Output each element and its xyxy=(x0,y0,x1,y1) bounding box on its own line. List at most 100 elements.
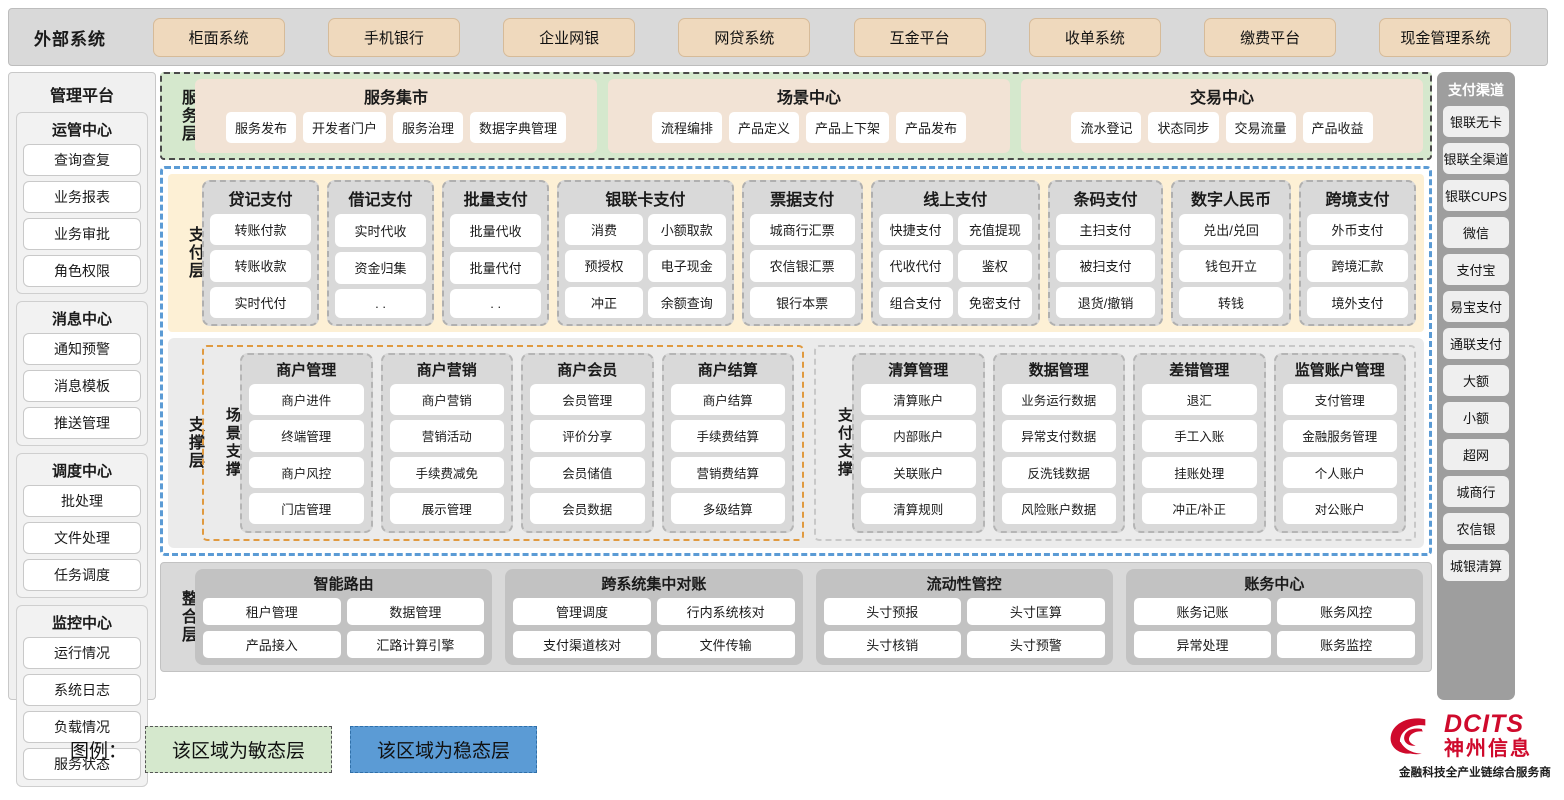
support-item[interactable]: 商户风控 xyxy=(249,457,364,488)
support-item[interactable]: 商户营销 xyxy=(390,384,505,415)
integration-item[interactable]: 头寸核销 xyxy=(824,631,962,658)
payment-item[interactable]: . . xyxy=(450,289,541,318)
payment-channel-item[interactable]: 银联全渠道 xyxy=(1443,143,1509,174)
integration-item[interactable]: 账务风控 xyxy=(1277,598,1415,625)
payment-channel-item[interactable]: 小额 xyxy=(1443,402,1509,433)
service-item[interactable]: 服务发布 xyxy=(226,112,296,143)
support-item[interactable]: 关联账户 xyxy=(861,457,976,488)
payment-item[interactable]: 实时代付 xyxy=(210,287,311,318)
external-system-chip[interactable]: 柜面系统 xyxy=(153,18,285,57)
service-item[interactable]: 产品收益 xyxy=(1303,112,1373,143)
payment-item[interactable]: 资金归集 xyxy=(335,252,426,285)
support-item[interactable]: 冲正/补正 xyxy=(1142,493,1257,524)
support-item[interactable]: 反洗钱数据 xyxy=(1002,457,1117,488)
payment-item[interactable]: 预授权 xyxy=(565,250,643,281)
external-system-chip[interactable]: 缴费平台 xyxy=(1204,18,1336,57)
payment-item[interactable]: 转账付款 xyxy=(210,214,311,245)
payment-item[interactable]: 银行本票 xyxy=(750,287,855,318)
service-item[interactable]: 状态同步 xyxy=(1148,112,1218,143)
menu-item[interactable]: 查询查复 xyxy=(23,144,141,176)
menu-item[interactable]: 业务报表 xyxy=(23,181,141,213)
menu-item[interactable]: 角色权限 xyxy=(23,255,141,287)
menu-item[interactable]: 业务审批 xyxy=(23,218,141,250)
payment-item[interactable]: 兑出/兑回 xyxy=(1179,214,1283,245)
support-item[interactable]: 终端管理 xyxy=(249,420,364,451)
service-item[interactable]: 流水登记 xyxy=(1071,112,1141,143)
payment-item[interactable]: 组合支付 xyxy=(879,287,953,318)
support-item[interactable]: 个人账户 xyxy=(1283,457,1398,488)
external-system-chip[interactable]: 手机银行 xyxy=(328,18,460,57)
payment-item[interactable]: 快捷支付 xyxy=(879,214,953,245)
support-item[interactable]: 挂账处理 xyxy=(1142,457,1257,488)
payment-channel-item[interactable]: 银联CUPS xyxy=(1443,180,1509,211)
support-item[interactable]: 对公账户 xyxy=(1283,493,1398,524)
service-item[interactable]: 服务治理 xyxy=(393,112,463,143)
payment-channel-item[interactable]: 城银清算 xyxy=(1443,550,1509,581)
service-item[interactable]: 交易流量 xyxy=(1226,112,1296,143)
payment-item[interactable]: 实时代收 xyxy=(335,214,426,247)
payment-channel-item[interactable]: 银联无卡 xyxy=(1443,106,1509,137)
support-item[interactable]: 业务运行数据 xyxy=(1002,384,1117,415)
payment-item[interactable]: 转账收款 xyxy=(210,250,311,281)
payment-channel-item[interactable]: 易宝支付 xyxy=(1443,291,1509,322)
external-system-chip[interactable]: 收单系统 xyxy=(1029,18,1161,57)
payment-item[interactable]: 消费 xyxy=(565,214,643,245)
payment-item[interactable]: 鉴权 xyxy=(958,250,1032,281)
menu-item[interactable]: 文件处理 xyxy=(23,522,141,554)
payment-item[interactable]: 外币支付 xyxy=(1307,214,1408,245)
payment-item[interactable]: 电子现金 xyxy=(648,250,726,281)
payment-item[interactable]: 钱包开立 xyxy=(1179,250,1283,281)
payment-channel-item[interactable]: 农信银 xyxy=(1443,513,1509,544)
support-item[interactable]: 手续费减免 xyxy=(390,457,505,488)
integration-item[interactable]: 文件传输 xyxy=(657,631,795,658)
support-item[interactable]: 支付管理 xyxy=(1283,384,1398,415)
payment-channel-item[interactable]: 支付宝 xyxy=(1443,254,1509,285)
integration-item[interactable]: 账务记账 xyxy=(1134,598,1272,625)
payment-item[interactable]: 主扫支付 xyxy=(1056,214,1155,245)
payment-channel-item[interactable]: 超网 xyxy=(1443,439,1509,470)
support-item[interactable]: 手工入账 xyxy=(1142,420,1257,451)
integration-item[interactable]: 账务监控 xyxy=(1277,631,1415,658)
integration-item[interactable]: 管理调度 xyxy=(513,598,651,625)
menu-item[interactable]: 通知预警 xyxy=(23,333,141,365)
external-system-chip[interactable]: 互金平台 xyxy=(854,18,986,57)
payment-item[interactable]: 冲正 xyxy=(565,287,643,318)
menu-item[interactable]: 批处理 xyxy=(23,485,141,517)
payment-item[interactable]: 农信银汇票 xyxy=(750,250,855,281)
payment-item[interactable]: . . xyxy=(335,289,426,318)
menu-item[interactable]: 消息模板 xyxy=(23,370,141,402)
payment-channel-item[interactable]: 微信 xyxy=(1443,217,1509,248)
menu-item[interactable]: 运行情况 xyxy=(23,637,141,669)
support-item[interactable]: 商户进件 xyxy=(249,384,364,415)
support-item[interactable]: 清算账户 xyxy=(861,384,976,415)
payment-item[interactable]: 免密支付 xyxy=(958,287,1032,318)
integration-item[interactable]: 行内系统核对 xyxy=(657,598,795,625)
external-system-chip[interactable]: 网贷系统 xyxy=(678,18,810,57)
integration-item[interactable]: 头寸匡算 xyxy=(967,598,1105,625)
payment-item[interactable]: 跨境汇款 xyxy=(1307,250,1408,281)
payment-channel-item[interactable]: 城商行 xyxy=(1443,476,1509,507)
menu-item[interactable]: 推送管理 xyxy=(23,407,141,439)
payment-item[interactable]: 批量代收 xyxy=(450,214,541,247)
external-system-chip[interactable]: 企业网银 xyxy=(503,18,635,57)
support-item[interactable]: 异常支付数据 xyxy=(1002,420,1117,451)
service-item[interactable]: 数据字典管理 xyxy=(470,112,566,143)
integration-item[interactable]: 头寸预警 xyxy=(967,631,1105,658)
integration-item[interactable]: 产品接入 xyxy=(203,631,341,658)
support-item[interactable]: 营销费结算 xyxy=(671,457,786,488)
payment-item[interactable]: 批量代付 xyxy=(450,252,541,285)
support-item[interactable]: 清算规则 xyxy=(861,493,976,524)
support-item[interactable]: 会员管理 xyxy=(530,384,645,415)
menu-item[interactable]: 任务调度 xyxy=(23,559,141,591)
support-item[interactable]: 评价分享 xyxy=(530,420,645,451)
payment-channel-item[interactable]: 大额 xyxy=(1443,365,1509,396)
support-item[interactable]: 退汇 xyxy=(1142,384,1257,415)
service-item[interactable]: 开发者门户 xyxy=(303,112,386,143)
payment-item[interactable]: 代收代付 xyxy=(879,250,953,281)
support-item[interactable]: 营销活动 xyxy=(390,420,505,451)
support-item[interactable]: 内部账户 xyxy=(861,420,976,451)
support-item[interactable]: 多级结算 xyxy=(671,493,786,524)
support-item[interactable]: 商户结算 xyxy=(671,384,786,415)
service-item[interactable]: 流程编排 xyxy=(652,112,722,143)
payment-item[interactable]: 余额查询 xyxy=(648,287,726,318)
